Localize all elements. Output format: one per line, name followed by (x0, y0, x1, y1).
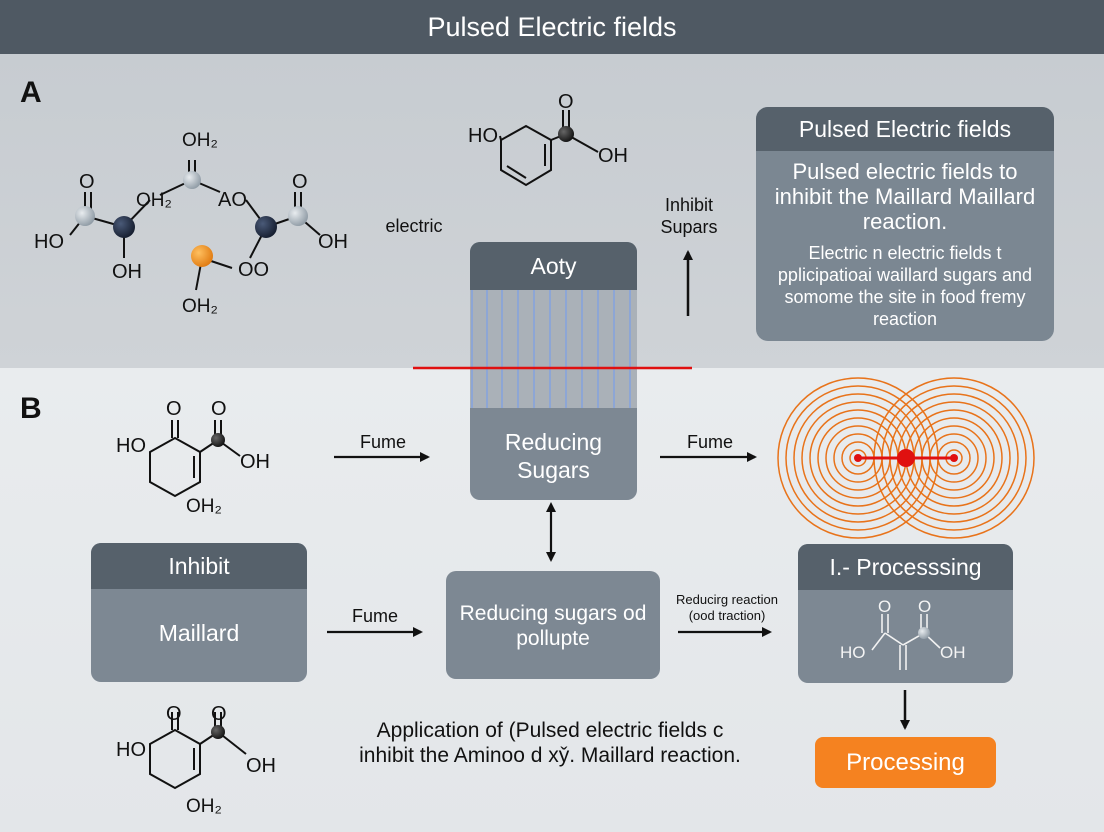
proc-o1: O (878, 597, 891, 616)
aoty-label: Aoty (470, 242, 637, 290)
atom-grey (75, 206, 95, 226)
atom-black (558, 126, 574, 142)
proc-ho: HO (840, 643, 866, 662)
field-pole (854, 454, 862, 462)
caption-line-2: inhibit the Aminoo d xy̌. Maillard react… (359, 744, 741, 767)
molecule-top (499, 110, 599, 187)
mol-b2-ho: HO (116, 739, 146, 761)
molecule-b1 (149, 420, 241, 498)
proc-o2: O (918, 597, 931, 616)
inhibit-box-body: Maillard (158, 620, 240, 646)
field-pole (950, 454, 958, 462)
info-box-title: Pulsed Electric fields (756, 107, 1054, 151)
atom-grey (288, 206, 308, 226)
inhibit-label: Inhibit (664, 195, 714, 215)
inhibit-box-title: Inhibit (91, 543, 307, 589)
mol-top-ho: HO (468, 125, 498, 147)
field-center-dot (897, 449, 915, 467)
caption-line-1: Application of (Pulsed electric fields c (376, 719, 724, 742)
atom-navy (255, 216, 277, 238)
mol-b2-o2: O (211, 703, 227, 725)
atom-orange (191, 245, 213, 267)
molecule-processing (871, 614, 941, 670)
mol-b1-o1: O (166, 398, 182, 420)
mol-b1-oh: OH (240, 451, 270, 473)
atom-black (211, 725, 225, 739)
mol-left-ho: HO (34, 231, 64, 253)
mol-b2-oh2: OH₂ (186, 796, 222, 817)
mol-left-ao: AO (218, 189, 247, 211)
aoty-box: Aoty (470, 242, 637, 500)
sugars-label: Supars (660, 217, 718, 237)
reducing-pollupte-text: Reducing sugars od pollupte (459, 602, 647, 650)
mol-left-oh-bottom: OH (112, 261, 142, 283)
inhibit-box: Inhibit Maillard (91, 543, 307, 682)
fume-label-1: Fume (359, 432, 406, 452)
electrode-lines (471, 290, 631, 408)
reducing-pollupte-box: Reducing sugars od pollupte (446, 571, 660, 679)
panel-b-letter: B (20, 392, 42, 425)
mol-b2-o1: O (166, 703, 182, 725)
mol-left-o-right: O (292, 171, 308, 193)
atom-navy (113, 216, 135, 238)
atom-black (211, 433, 225, 447)
reaction-label-2: (ood traction) (688, 608, 766, 623)
mol-left-oh2-bottom: OH₂ (182, 296, 218, 317)
mol-left-oo: OO (238, 259, 269, 281)
molecule-b2 (149, 712, 247, 790)
fume-label-2: Fume (686, 432, 733, 452)
info-box-lead: Pulsed electric fields to inhibit the Ma… (774, 159, 1036, 234)
mol-left-oh-right: OH (318, 231, 348, 253)
reducing-sugars-label: Reducing Sugars (504, 429, 603, 483)
info-box: Pulsed Electric fields Pulsed electric f… (756, 107, 1054, 341)
reaction-label-1: Reducirg reaction (676, 592, 778, 607)
mol-left-o-left: O (79, 171, 95, 193)
processing-box-title: I.- Processsing (798, 544, 1013, 590)
mol-left-oh2-mid: OH₂ (136, 190, 172, 211)
fume-label-3: Fume (351, 606, 398, 626)
mol-b1-oh2: OH₂ (186, 496, 222, 517)
processing-button[interactable]: Processing (815, 737, 996, 788)
atom-grey (183, 171, 201, 189)
electric-label: electric (385, 216, 443, 236)
mol-top-oh: OH (598, 145, 628, 167)
mol-b2-oh: OH (246, 755, 276, 777)
proc-oh: OH (940, 643, 966, 662)
mol-top-o: O (558, 91, 574, 113)
page-title: Pulsed Electric fields (0, 0, 1104, 54)
info-box-body: Electric n electric fields t pplicipatio… (777, 243, 1033, 329)
mol-b1-ho: HO (116, 435, 146, 457)
mol-b1-o2: O (211, 398, 227, 420)
mol-left-top-oh2: OH₂ (182, 130, 218, 151)
panel-a-letter: A (20, 76, 42, 109)
atom-grey (918, 627, 930, 639)
